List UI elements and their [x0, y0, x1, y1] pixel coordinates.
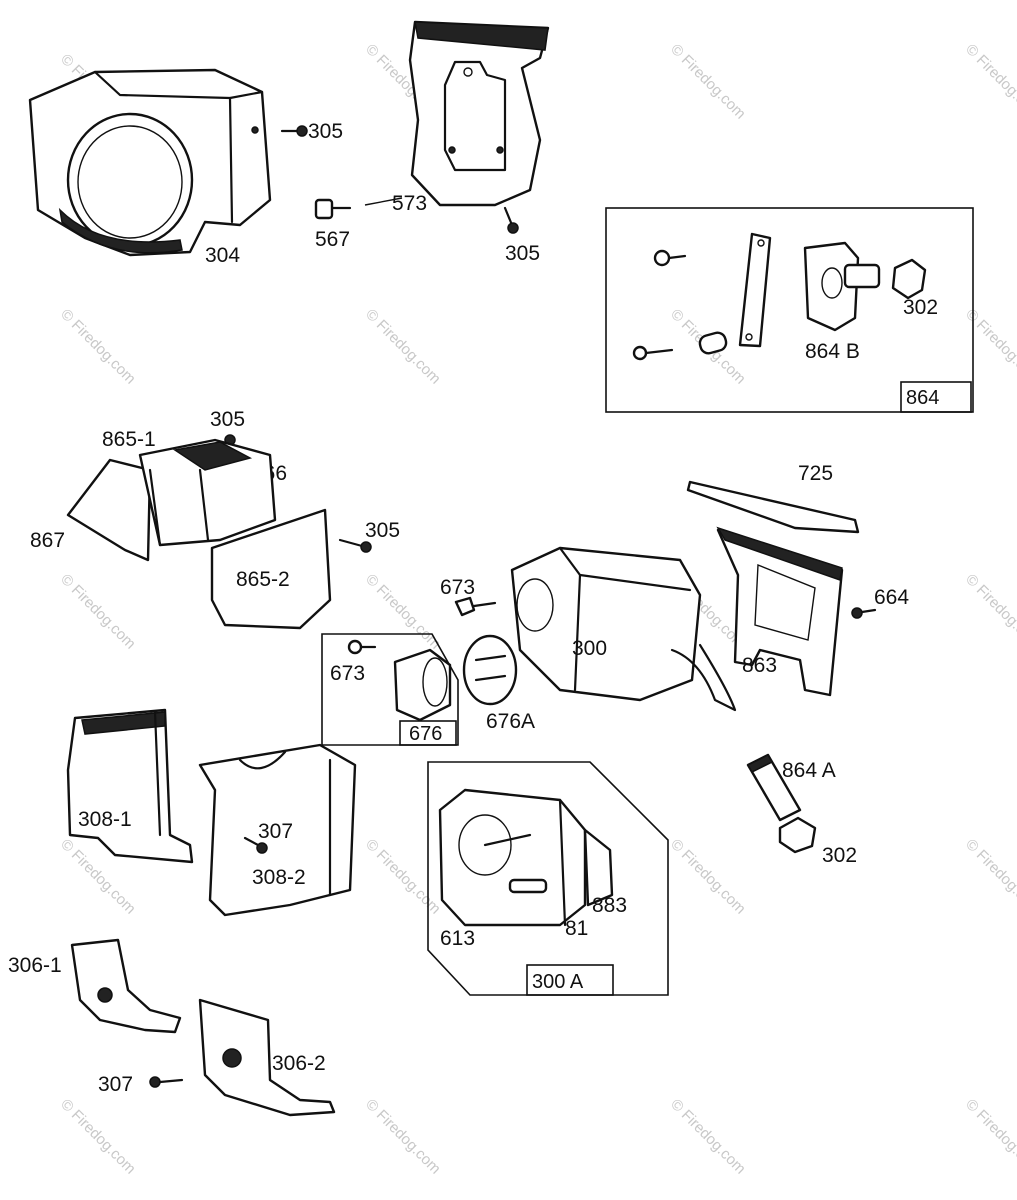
label-865-2: 865-2: [236, 568, 290, 591]
label-302: 302: [822, 844, 857, 867]
label-306-2: 306-2: [272, 1052, 326, 1075]
label-307: 307: [258, 820, 293, 843]
kit-tag-676: [399, 720, 457, 746]
label-302: 302: [903, 296, 938, 319]
label-300: 300: [572, 637, 607, 660]
bolt-567[interactable]: [314, 198, 352, 220]
leader-573: [364, 197, 403, 206]
watermark: © Firedog.com: [362, 571, 444, 653]
screw-664[interactable]: [851, 607, 877, 619]
label-673: 673: [440, 576, 475, 599]
watermark: © Firedog.com: [962, 1096, 1017, 1178]
cylinder-shield-306-1[interactable]: [70, 938, 182, 1034]
watermark: © Firedog.com: [667, 41, 749, 123]
screw-307-shield[interactable]: [243, 836, 268, 854]
kit-box-676: [321, 633, 459, 746]
label-863: 863: [742, 654, 777, 677]
cylinder-shield-306-2[interactable]: [198, 998, 336, 1117]
label-864A: 864 A: [782, 759, 836, 782]
label-307: 307: [98, 1073, 133, 1096]
muffler-bracket-863[interactable]: [716, 526, 844, 697]
label-567: 567: [315, 228, 350, 251]
muffler-300[interactable]: [510, 546, 737, 712]
kit-box-864: [605, 207, 974, 413]
screw-305-guide-side[interactable]: [338, 538, 372, 553]
spark-arrester-676[interactable]: [393, 648, 452, 722]
label-676A: 676A: [486, 710, 535, 733]
label-573: 573: [392, 192, 427, 215]
label-883: 883: [592, 894, 627, 917]
air-guide-assembly-865[interactable]: [66, 438, 332, 630]
back-plate-573[interactable]: [408, 20, 550, 207]
watermark: © Firedog.com: [362, 306, 444, 388]
label-304: 304: [205, 244, 240, 267]
label-725: 725: [798, 462, 833, 485]
screw-305-housing[interactable]: [280, 125, 308, 137]
watermark: © Firedog.com: [57, 571, 139, 653]
screw-673-kit[interactable]: [347, 639, 377, 655]
muffler-cap-676A[interactable]: [462, 634, 518, 706]
watermark: © Firedog.com: [962, 306, 1017, 388]
cylinder-shield-308-1[interactable]: [66, 708, 194, 864]
muffler-300A[interactable]: [438, 788, 614, 927]
kit-864-parts[interactable]: [632, 232, 927, 361]
label-308-1: 308-1: [78, 808, 132, 831]
label-81: 81: [565, 917, 588, 940]
label-864B: 864 B: [805, 340, 860, 363]
kit-box-300A: [427, 761, 669, 996]
label-673: 673: [330, 662, 365, 685]
muffler-shield-725[interactable]: [686, 480, 860, 534]
label-613: 613: [440, 927, 475, 950]
label-305: 305: [308, 120, 343, 143]
watermark: © Firedog.com: [962, 41, 1017, 123]
watermark: © Firedog.com: [362, 836, 444, 918]
label-864: 864: [906, 387, 939, 409]
label-300A: 300 A: [532, 971, 584, 993]
kit-tag-300A: [526, 964, 614, 996]
watermark: © Firedog.com: [57, 1096, 139, 1178]
exhaust-pipe-864A[interactable]: [746, 753, 802, 822]
watermark: © Firedog.com: [962, 571, 1017, 653]
kit-tag-864: [900, 381, 972, 413]
watermark: © Firedog.com: [667, 836, 749, 918]
screw-673[interactable]: [454, 596, 497, 617]
watermark: © Firedog.com: [962, 836, 1017, 918]
cylinder-shield-308-2[interactable]: [198, 743, 357, 917]
label-308-2: 308-2: [252, 866, 306, 889]
label-865-1: 865-1: [102, 428, 156, 451]
screw-307-shield-bottom[interactable]: [149, 1076, 184, 1088]
label-305: 305: [210, 408, 245, 431]
label-676: 676: [409, 723, 442, 745]
label-664: 664: [874, 586, 909, 609]
watermark: © Firedog.com: [362, 1096, 444, 1178]
label-306-1: 306-1: [8, 954, 62, 977]
label-305: 305: [365, 519, 400, 542]
watermark: © Firedog.com: [667, 1096, 749, 1178]
screw-305-plate[interactable]: [503, 206, 519, 234]
blower-housing-304[interactable]: [28, 68, 272, 257]
label-305: 305: [505, 242, 540, 265]
watermark: © Firedog.com: [57, 306, 139, 388]
label-867: 867: [30, 529, 65, 552]
lock-washer-302[interactable]: [778, 816, 817, 854]
